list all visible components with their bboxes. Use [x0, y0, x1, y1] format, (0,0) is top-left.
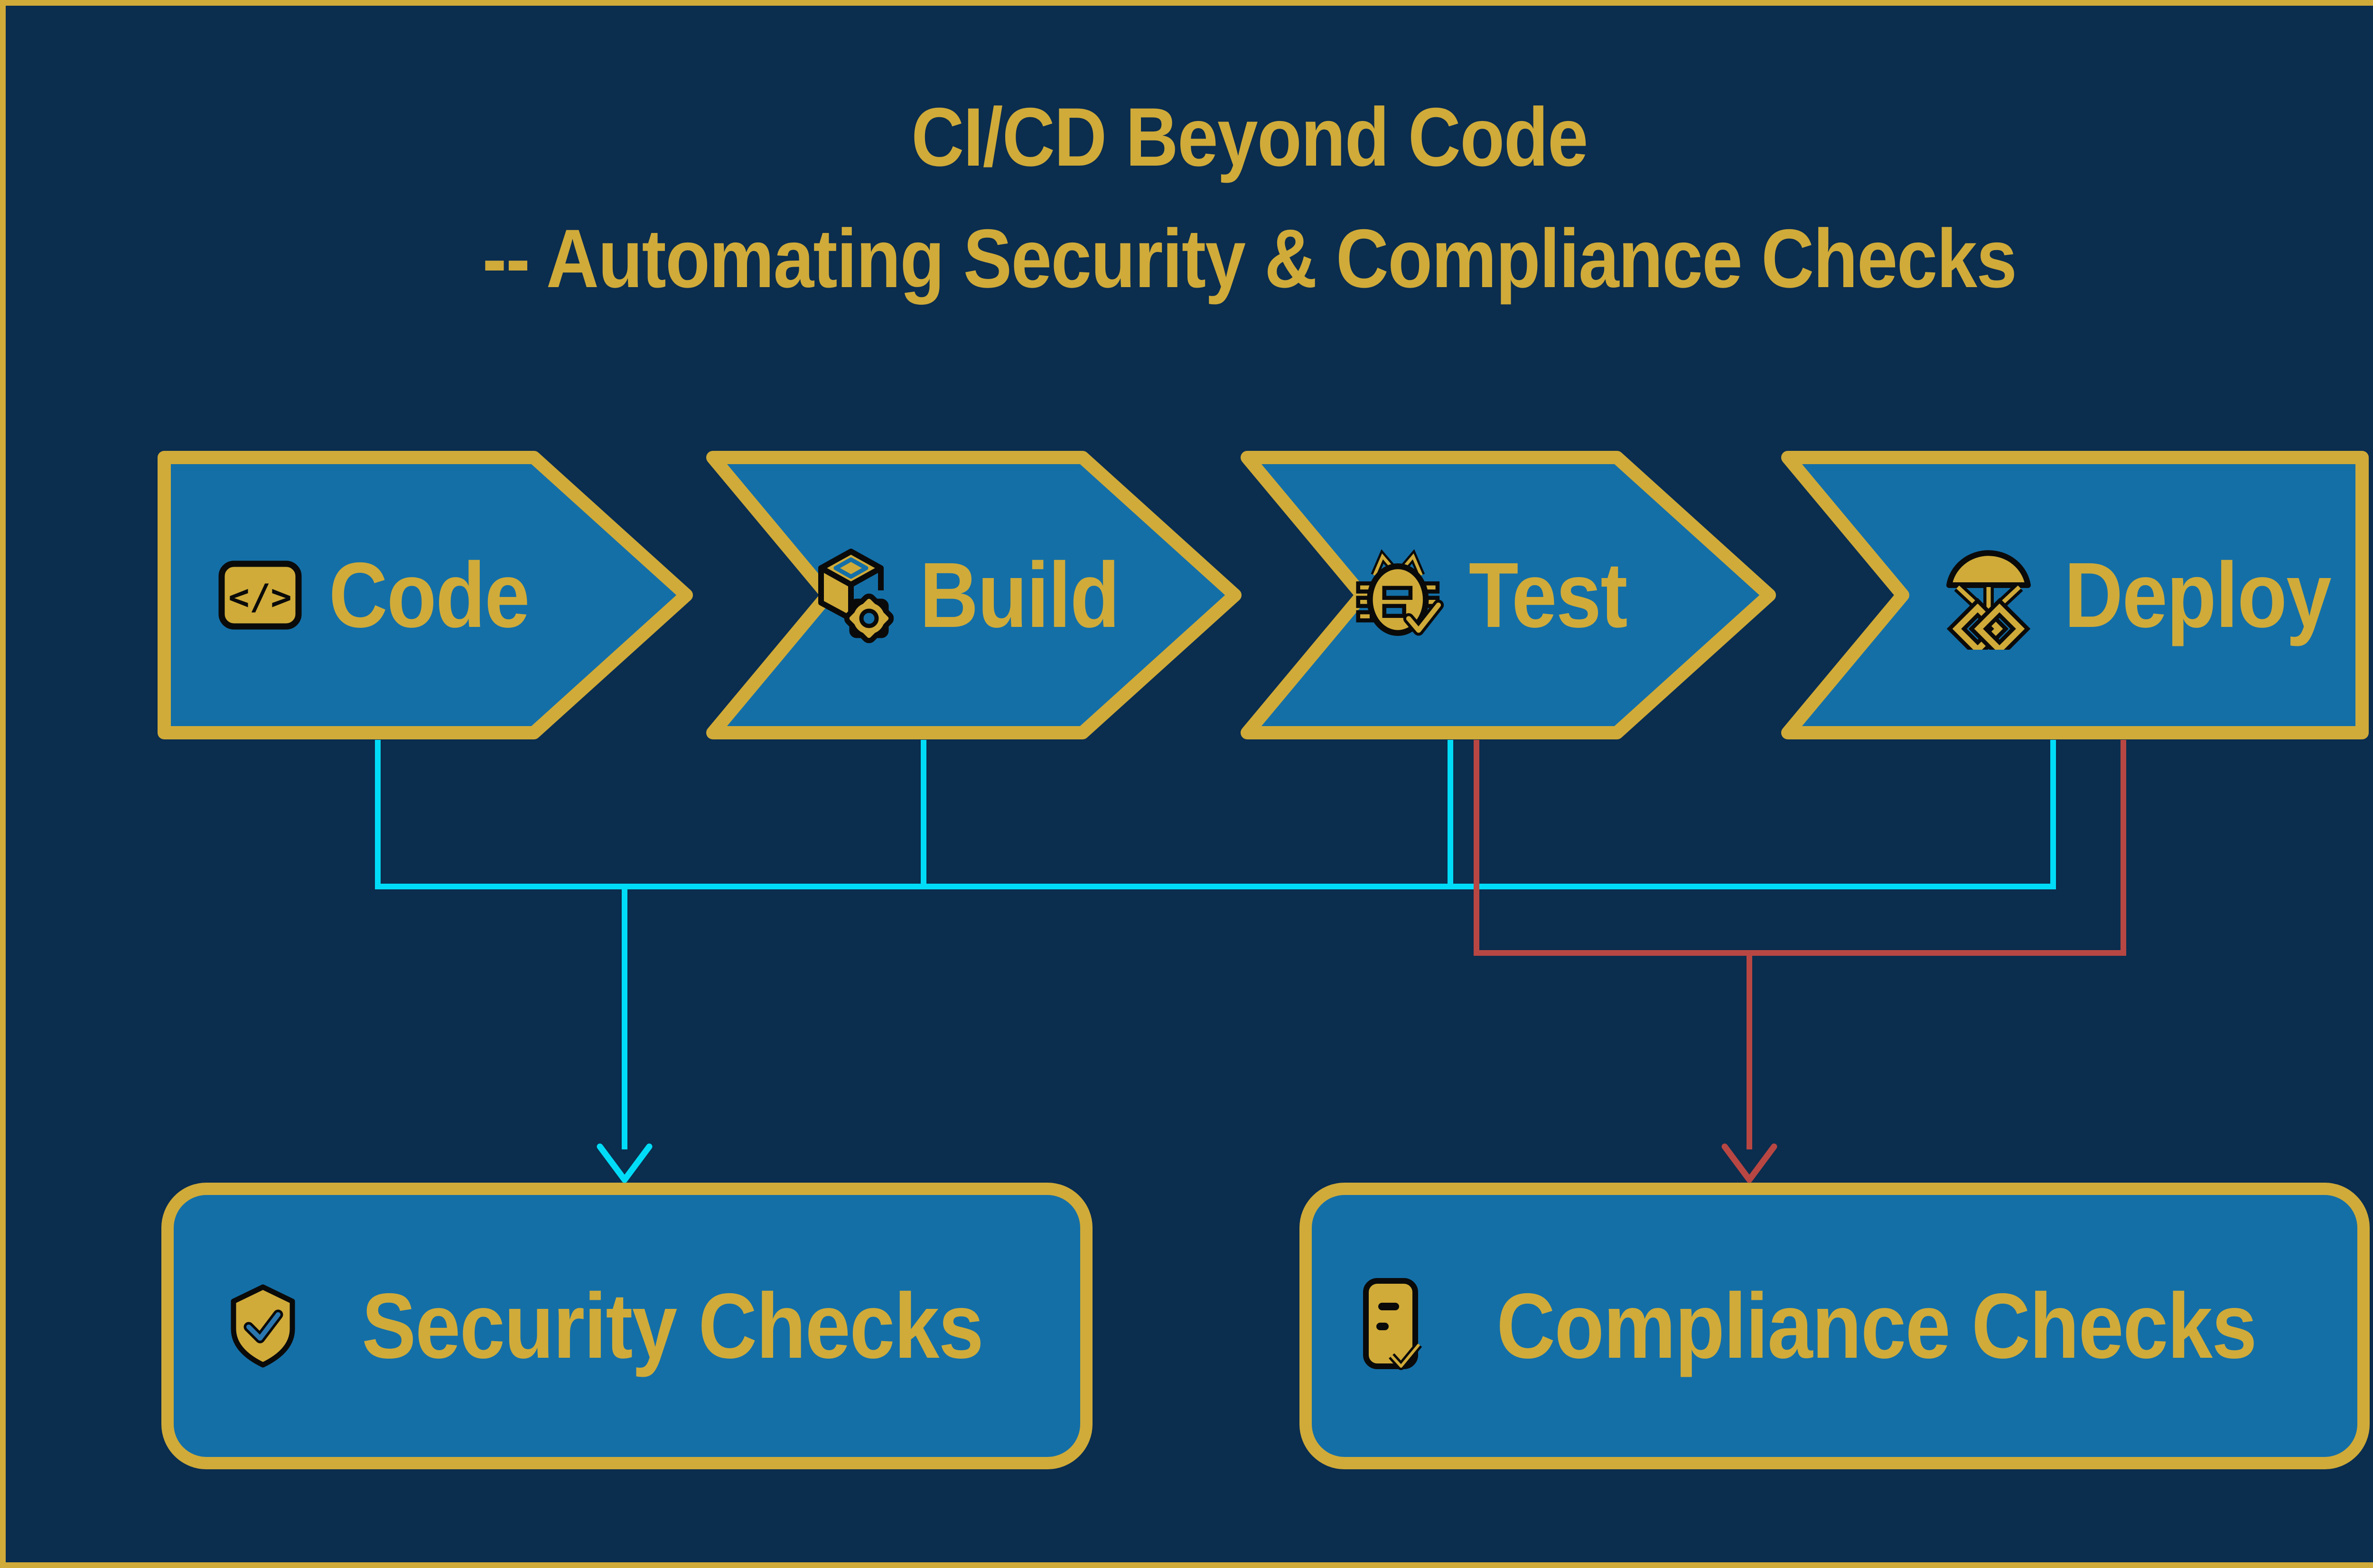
- connector-build-security: [921, 740, 926, 889]
- compliance-arrowhead-icon: [1721, 1143, 1777, 1183]
- svg-text:</>: </>: [228, 577, 292, 618]
- parachute-box-icon: [1946, 550, 2031, 650]
- package-gear-icon: [818, 548, 894, 643]
- connector-security-stem: [622, 884, 627, 1149]
- title-line-2: -- Automating Security & Compliance Chec…: [482, 213, 2017, 305]
- connector-compliance-trunk: [1474, 950, 2126, 956]
- compliance-checks-box: Compliance Checks: [1299, 1183, 2370, 1469]
- security-arrowhead-icon: [597, 1143, 653, 1183]
- stage-deploy: Deploy: [1780, 450, 2370, 740]
- title-line-1: CI/CD Beyond Code: [911, 91, 1588, 184]
- code-icon: </>: [218, 560, 302, 630]
- security-checks-box: Security Checks: [161, 1183, 1093, 1469]
- connector-compliance-stem: [1747, 950, 1752, 1149]
- check-label: Security Checks: [362, 1274, 984, 1378]
- connector-test-security: [1448, 740, 1453, 889]
- stage-label: Deploy: [2064, 543, 2331, 647]
- stage-code: </> Code: [157, 450, 694, 740]
- test-chevron-shape: [1241, 451, 1776, 739]
- connector-test-compliance: [1474, 740, 1479, 956]
- connector-security-trunk: [375, 884, 2056, 889]
- bug-check-icon: [1356, 549, 1444, 636]
- page-title: CI/CD Beyond Code -- Automating Security…: [6, 77, 2373, 320]
- clipboard-check-icon: [1363, 1278, 1422, 1370]
- code-chevron-shape: [158, 451, 693, 739]
- connector-deploy-compliance: [2121, 740, 2126, 956]
- stage-label: Test: [1468, 543, 1627, 647]
- check-label: Compliance Checks: [1496, 1274, 2257, 1378]
- deploy-flag-shape: [1781, 451, 2369, 739]
- stage-test: Test: [1240, 450, 1777, 740]
- connector-deploy-security: [2050, 740, 2056, 889]
- shield-check-icon: [231, 1284, 295, 1368]
- stage-label: Code: [329, 543, 530, 647]
- connector-code-security: [375, 740, 381, 889]
- stage-label: Build: [919, 543, 1120, 647]
- stage-build: Build: [705, 450, 1243, 740]
